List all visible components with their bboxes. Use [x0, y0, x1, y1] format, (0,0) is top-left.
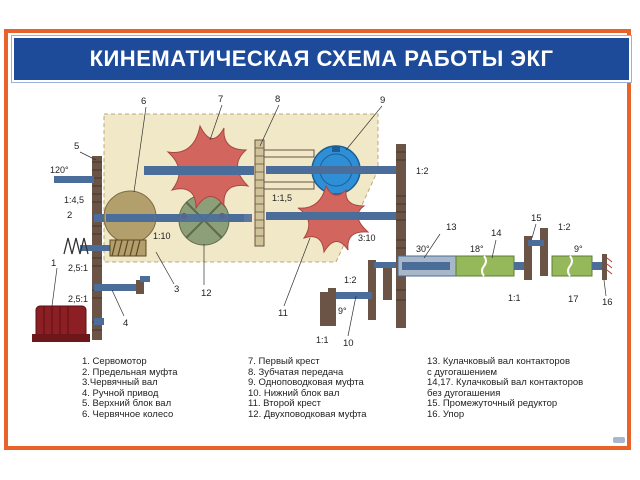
legend-item: 9. Одноповодковая муфта — [248, 377, 364, 389]
svg-text:11: 11 — [278, 308, 288, 319]
svg-text:120°: 120° — [50, 165, 69, 175]
corner-logo-icon — [613, 437, 625, 443]
motor-shaft — [94, 318, 104, 325]
svg-text:4: 4 — [123, 318, 128, 329]
legend-item: 7. Первый крест — [248, 356, 320, 367]
legend-item: 6. Червячное колесо — [82, 408, 174, 420]
svg-text:7: 7 — [218, 94, 223, 105]
legend-item: 14,17. Кулачковый вал контакторов — [427, 377, 584, 389]
svg-text:9: 9 — [380, 95, 385, 106]
svg-text:1:2: 1:2 — [416, 166, 429, 176]
svg-text:1: 1 — [51, 258, 56, 269]
svg-text:15: 15 — [531, 213, 542, 224]
svg-text:2,5:1: 2,5:1 — [68, 294, 88, 304]
svg-text:30°: 30° — [416, 244, 430, 254]
svg-text:18°: 18° — [470, 244, 484, 254]
shaft-120 — [54, 176, 94, 183]
gear-rack-8 — [254, 139, 265, 247]
clutch-shaft — [266, 166, 402, 174]
legend-column-2: 7. Первый крест 8. Зубчатая передача 9. … — [248, 356, 367, 421]
svg-text:2,5:1: 2,5:1 — [68, 263, 88, 273]
svg-text:1:2: 1:2 — [344, 275, 357, 285]
legend-item: 8. Зубчатая передача — [248, 366, 344, 378]
frame-right — [627, 29, 631, 450]
frame-bottom — [4, 446, 631, 450]
svg-text:3:10: 3:10 — [358, 233, 376, 243]
svg-text:3: 3 — [174, 284, 179, 295]
svg-text:17: 17 — [568, 294, 579, 305]
legend-item: 3.Червячный вал — [82, 377, 158, 389]
legend-item: 13. Кулачковый вал контакторов — [427, 356, 570, 367]
legend-item: 11. Второй крест — [248, 398, 322, 410]
legend-item: 10. Нижний блок вал — [248, 387, 340, 399]
legend-item: 16. Упор — [427, 408, 465, 420]
svg-text:8: 8 — [275, 94, 280, 105]
svg-text:1:1: 1:1 — [316, 335, 329, 345]
legend-item: 15. Промежуточный редуктор — [427, 398, 558, 410]
legend-column-3: 13. Кулачковый вал контакторов с дугогаш… — [427, 356, 584, 421]
svg-text:1:1: 1:1 — [508, 293, 521, 303]
legend-column-1: 1. Сервомотор 2. Предельная муфта 3.Черв… — [82, 356, 178, 421]
second-cross-shaft — [266, 212, 400, 220]
svg-text:13: 13 — [446, 222, 457, 233]
svg-text:1:10: 1:10 — [153, 231, 171, 241]
svg-text:12: 12 — [201, 288, 212, 299]
svg-text:1:1,5: 1:1,5 — [272, 193, 292, 203]
legend-item: 5. Верхний блок вал — [82, 398, 172, 410]
right-gear-column — [396, 144, 406, 328]
svg-text:2: 2 — [67, 210, 72, 221]
svg-text:10: 10 — [343, 338, 354, 349]
legend-item: с дугогашением — [427, 366, 498, 378]
stop-16 — [602, 254, 607, 280]
reducer-15-b — [540, 228, 548, 276]
frame-left — [4, 29, 8, 450]
reducer-15-a — [524, 236, 532, 280]
legend-item: 4. Ручной привод — [82, 387, 159, 399]
first-cross-shaft — [144, 166, 254, 175]
legend-item: без дугогашения — [427, 387, 501, 399]
legend-item: 2. Предельная муфта — [82, 366, 178, 378]
svg-text:5: 5 — [74, 141, 79, 152]
legend-item: 1. Сервомотор — [82, 356, 147, 367]
svg-text:9°: 9° — [338, 306, 347, 316]
svg-text:16: 16 — [602, 297, 613, 308]
svg-text:1:2: 1:2 — [558, 222, 571, 232]
worm-wheel-shaft — [106, 214, 154, 222]
title-bar: КИНЕМАТИЧЕСКАЯ СХЕМА РАБОТЫ ЭКГ — [12, 36, 631, 82]
limit-clutch-spring — [63, 237, 89, 255]
svg-text:14: 14 — [491, 228, 502, 239]
legend-item: 12. Двухповодковая муфта — [248, 408, 367, 420]
svg-text:9°: 9° — [574, 244, 583, 254]
slide-title: КИНЕМАТИЧЕСКАЯ СХЕМА РАБОТЫ ЭКГ — [89, 46, 554, 71]
svg-text:1:4,5: 1:4,5 — [64, 195, 84, 205]
svg-text:6: 6 — [141, 96, 146, 107]
frame-top — [4, 29, 631, 33]
hand-drive-shaft — [94, 284, 138, 291]
